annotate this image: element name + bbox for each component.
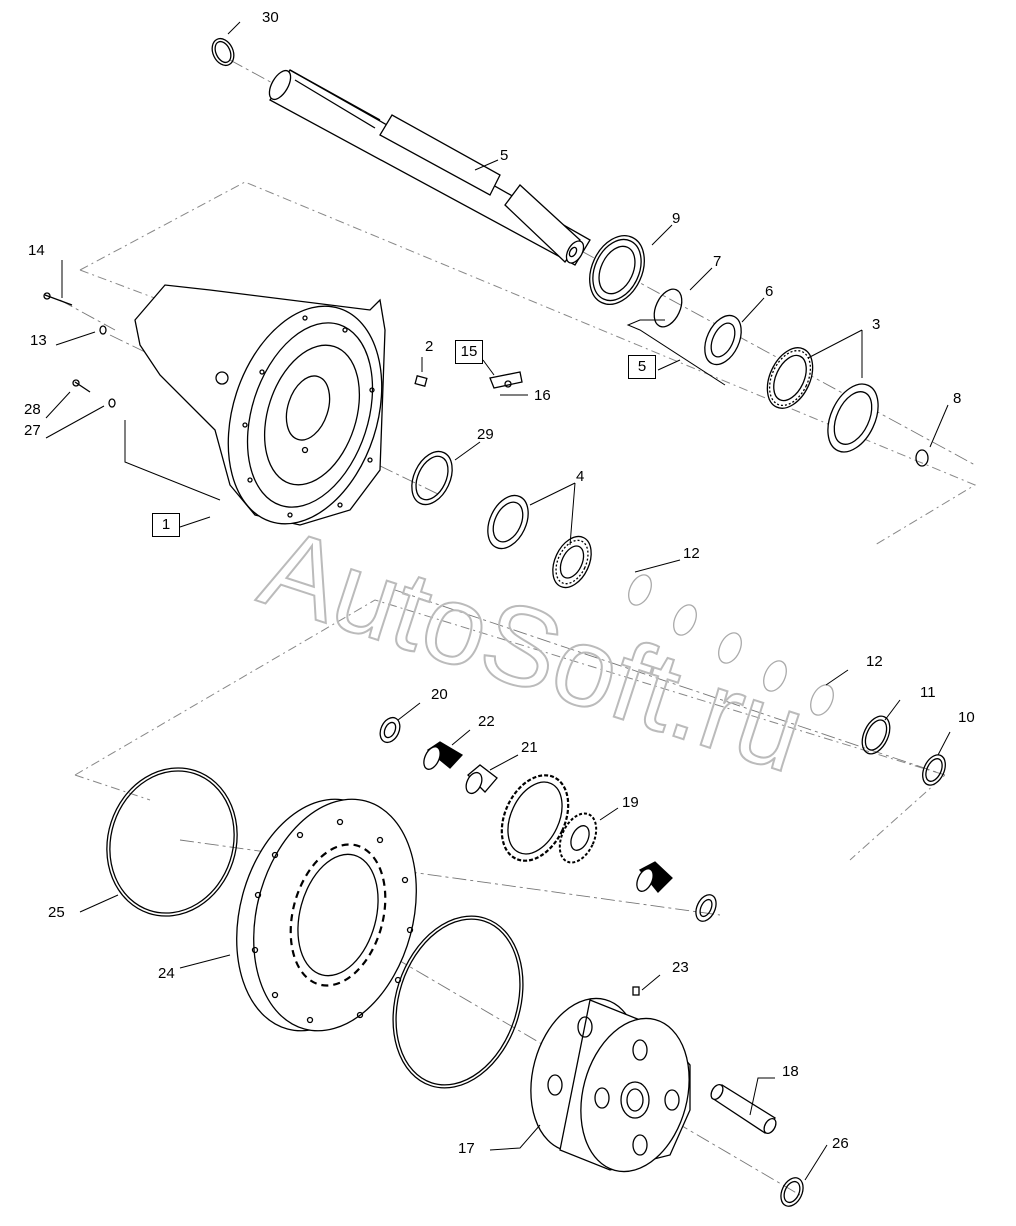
callout-4: 4 <box>576 468 585 485</box>
bolt-14 <box>43 292 73 306</box>
pin-2 <box>414 375 428 387</box>
bracket-16 <box>489 371 523 389</box>
dowel-23 <box>632 986 640 996</box>
bearing-cone-4 <box>552 535 592 589</box>
seal-9 <box>589 235 645 305</box>
ring-11 <box>861 715 891 755</box>
callout-25: 25 <box>48 904 65 921</box>
spacer-21 <box>465 764 498 795</box>
callout-22: 22 <box>478 713 495 730</box>
snap-ring-10 <box>922 754 946 786</box>
leader-lines <box>45 21 951 1181</box>
callout-14: 14 <box>28 242 45 259</box>
callout-19: 19 <box>622 794 639 811</box>
callout-23: 23 <box>672 959 689 976</box>
callout-12-bottom: 12 <box>866 653 883 670</box>
callout-3: 3 <box>872 316 881 333</box>
callout-21: 21 <box>521 739 538 756</box>
callout-16: 16 <box>534 387 551 404</box>
callout-18: 18 <box>782 1063 799 1080</box>
callout-8: 8 <box>953 390 962 407</box>
planet-carrier-17 <box>530 997 691 1173</box>
ring-6 <box>704 314 742 366</box>
callout-7: 7 <box>713 253 722 270</box>
callout-30: 30 <box>262 9 279 26</box>
bearing-cup-4 <box>487 494 529 550</box>
shaft-5 <box>268 69 591 266</box>
callout-5: 5 <box>500 147 509 164</box>
callout-2: 2 <box>425 338 434 355</box>
callout-10: 10 <box>958 709 975 726</box>
washer-20b <box>695 894 717 922</box>
washer-13 <box>99 325 107 335</box>
bolt-28 <box>72 379 91 393</box>
snap-ring-30 <box>211 37 235 67</box>
lower-group-outline <box>74 599 946 861</box>
callout-15-box: 15 <box>455 340 483 364</box>
callout-12-top: 12 <box>683 545 700 562</box>
ring-7 <box>653 288 683 328</box>
snap-ring-26 <box>780 1177 804 1207</box>
needle-bearing-22b <box>636 861 673 893</box>
callout-20: 20 <box>431 686 448 703</box>
callout-29: 29 <box>477 426 494 443</box>
callout-26: 26 <box>832 1135 849 1152</box>
callout-9: 9 <box>672 210 681 227</box>
callout-28: 28 <box>24 401 41 418</box>
o-ring-25b <box>392 915 524 1089</box>
callout-11: 11 <box>920 684 936 701</box>
gear-19 <box>500 774 598 864</box>
washer-20 <box>379 716 401 744</box>
o-ring-25 <box>106 767 238 917</box>
washer-27 <box>108 398 116 408</box>
callout-13: 13 <box>30 332 47 349</box>
plug-8 <box>915 449 929 467</box>
ring-29 <box>411 450 453 506</box>
callout-1-box: 1 <box>152 513 180 537</box>
needle-bearing-22 <box>423 741 464 770</box>
upper-group-outline <box>79 181 977 546</box>
bearing-cup-3 <box>827 383 879 453</box>
bearing-cone-3 <box>766 347 814 409</box>
callout-6: 6 <box>765 283 774 300</box>
pin-18 <box>710 1083 777 1135</box>
housing-1 <box>134 284 386 526</box>
callout-27: 27 <box>24 422 41 439</box>
callout-5-box: 5 <box>628 355 656 379</box>
callout-24: 24 <box>158 965 175 982</box>
callout-17: 17 <box>458 1140 475 1157</box>
shim-stack-12 <box>628 574 834 716</box>
ring-gear-24 <box>236 798 417 1032</box>
